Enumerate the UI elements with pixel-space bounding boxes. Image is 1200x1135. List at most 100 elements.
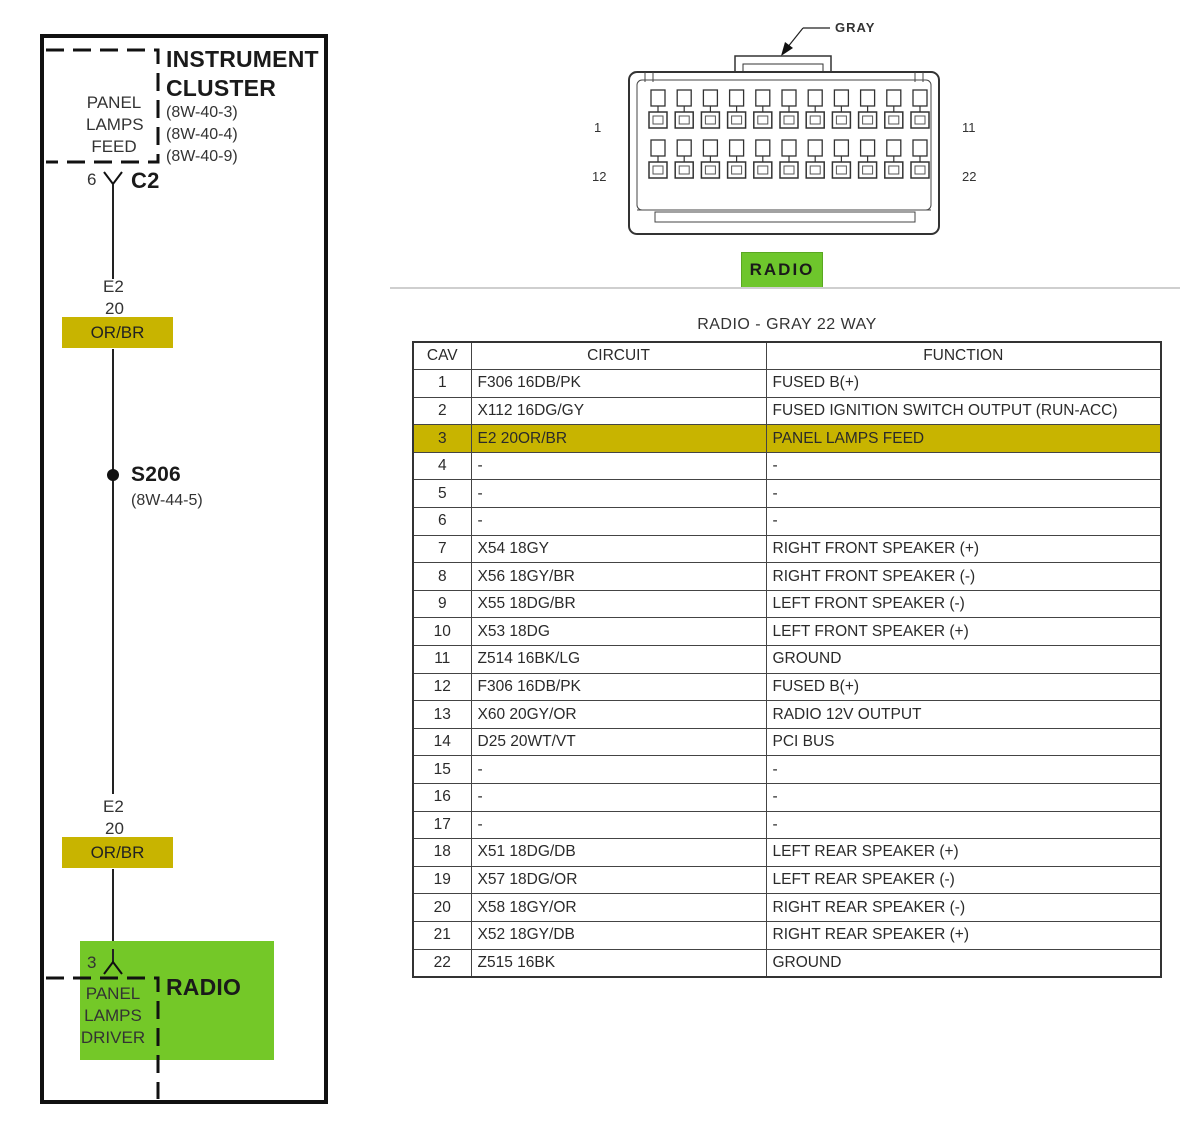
cell-circuit: D25 20WT/VT	[470, 727, 767, 757]
cell-circuit: -	[470, 755, 767, 784]
cell-function: RIGHT FRONT SPEAKER (-)	[765, 562, 1162, 591]
cavity-upper	[728, 139, 745, 157]
cavity-upper	[676, 139, 692, 157]
cell-cav: 14	[412, 727, 472, 757]
table-title: RADIO - GRAY 22 WAY	[697, 316, 877, 333]
cavity-upper	[781, 89, 797, 107]
cell-circuit: X54 18GY	[470, 534, 767, 564]
cell-circuit: X58 18GY/OR	[470, 893, 767, 922]
cell-circuit: -	[470, 783, 767, 812]
cavity-upper	[912, 89, 928, 107]
cell-function: PCI BUS	[765, 727, 1162, 757]
schematic-frame	[40, 34, 328, 1104]
cavity-upper	[886, 139, 902, 157]
wire-bottom-circuit: E2	[103, 797, 124, 816]
cavity-upper	[755, 139, 771, 157]
top-pin-func-3: FEED	[91, 137, 137, 156]
wire-top-circuit: E2	[103, 277, 124, 296]
cell-circuit: X51 18DG/DB	[470, 838, 767, 867]
section-divider	[390, 287, 1180, 289]
cell-circuit: F306 16DB/PK	[470, 369, 767, 398]
cell-function: FUSED B(+)	[765, 672, 1162, 702]
cavity-upper	[833, 139, 850, 157]
cell-cav: 8	[412, 562, 472, 591]
cell-cav: 20	[412, 893, 472, 922]
cell-cav: 10	[412, 617, 472, 647]
cell-cav: 15	[412, 755, 472, 784]
cell-cav: 6	[412, 507, 472, 536]
pin-label-top-right: 11	[962, 120, 976, 135]
cell-function: RIGHT REAR SPEAKER (-)	[765, 893, 1162, 922]
cluster-dashed-box	[46, 48, 160, 164]
cell-circuit: Z514 16BK/LG	[470, 645, 767, 674]
cell-function: FUSED IGNITION SWITCH OUTPUT (RUN-ACC)	[765, 396, 1162, 426]
cell-cav: 22	[412, 948, 472, 978]
cell-function: RIGHT REAR SPEAKER (+)	[765, 920, 1162, 950]
table-row: 15--	[412, 755, 1162, 784]
top-connector-id: C2	[131, 168, 160, 193]
cavity-upper	[728, 89, 745, 107]
table-row: 16--	[412, 783, 1162, 812]
bottom-pin-number: 3	[87, 953, 97, 972]
cavity-upper	[807, 89, 823, 107]
cell-function: -	[765, 755, 1162, 784]
connector-name-badge: RADIO	[741, 252, 823, 288]
radio-component-name: RADIO	[166, 974, 242, 1000]
cavity-upper	[755, 89, 771, 107]
table-row: 17--	[412, 810, 1162, 840]
cluster-name-line2: CLUSTER	[166, 75, 277, 101]
top-pin-func-1: PANEL	[86, 93, 142, 112]
cavity-upper	[912, 139, 928, 157]
cell-function: RADIO 12V OUTPUT	[765, 700, 1162, 729]
connector-color-callout: GRAY	[835, 20, 876, 35]
cell-function: LEFT REAR SPEAKER (+)	[765, 838, 1162, 867]
pin-label-bottom-right: 22	[962, 169, 977, 184]
cavity-upper	[886, 89, 902, 107]
cell-function: GROUND	[765, 948, 1162, 978]
cell-cav: 17	[412, 810, 472, 840]
cell-cav: 4	[412, 451, 472, 481]
cell-circuit: E2 20OR/BR	[470, 424, 767, 453]
table-row: 6--	[412, 507, 1162, 536]
cavity-upper	[807, 139, 823, 157]
cell-function: LEFT FRONT SPEAKER (-)	[765, 589, 1162, 619]
bottom-pin-func-3: DRIVER	[80, 1028, 146, 1047]
cell-circuit: X53 18DG	[470, 617, 767, 647]
wire-top-color-tag: OR/BR	[62, 317, 173, 348]
cell-cav: 13	[412, 700, 472, 729]
cell-function: RIGHT FRONT SPEAKER (+)	[765, 534, 1162, 564]
cell-circuit: Z515 16BK	[470, 948, 767, 978]
cell-cav: 21	[412, 920, 472, 950]
cell-cav: 2	[412, 396, 472, 426]
cluster-ref-1: (8W-40-3)	[166, 104, 238, 121]
cell-circuit: X60 20GY/OR	[470, 700, 767, 729]
cell-cav: 1	[412, 369, 472, 398]
wire-bottom-color-tag: OR/BR	[62, 837, 173, 868]
cell-circuit: X112 16DG/GY	[470, 396, 767, 426]
cell-cav: 19	[412, 865, 472, 895]
cavity-upper	[833, 89, 850, 107]
cell-function: GROUND	[765, 645, 1162, 674]
header-circuit: CIRCUIT	[470, 341, 767, 371]
cavity-upper	[650, 139, 666, 157]
connector-face-drawing	[628, 27, 940, 235]
top-pin-func-2: LAMPS	[86, 115, 144, 134]
table-header-row: CAV CIRCUIT FUNCTION	[412, 341, 1162, 371]
cell-circuit: F306 16DB/PK	[470, 672, 767, 702]
cell-function: LEFT FRONT SPEAKER (+)	[765, 617, 1162, 647]
cell-function: -	[765, 479, 1162, 509]
cell-circuit: -	[470, 507, 767, 536]
splice-name: S206	[131, 463, 181, 486]
cavity-upper	[650, 89, 666, 107]
cell-function: -	[765, 810, 1162, 840]
cell-circuit: -	[470, 810, 767, 840]
